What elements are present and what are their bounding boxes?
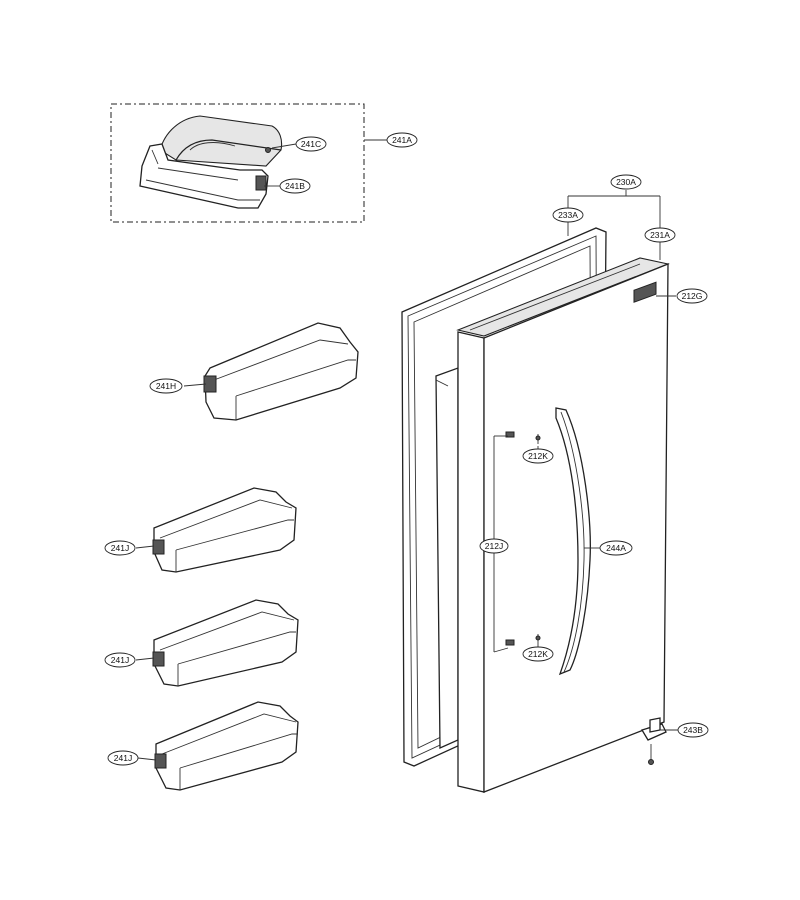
- callout-241j-2: 241J: [104, 652, 136, 668]
- label-212k-2: 212K: [528, 649, 548, 659]
- door-bin-241j-2: [152, 599, 299, 687]
- label-241j-2: 241J: [111, 655, 129, 665]
- door-bin-241h: [203, 322, 359, 421]
- callout-241h: 241H: [149, 378, 183, 394]
- leader-lines: [135, 139, 678, 761]
- label-244a: 244A: [606, 543, 626, 553]
- label-233a: 233A: [558, 210, 578, 220]
- door-bin-241j-1: [152, 487, 297, 573]
- door-bin-241j-3: [154, 701, 299, 791]
- callout-212k-1: 212K: [522, 448, 554, 464]
- callout-241a: 241A: [386, 132, 418, 148]
- callout-241c: 241C: [295, 136, 327, 152]
- callout-241j-3: 241J: [107, 750, 139, 766]
- label-241j-3: 241J: [114, 753, 132, 763]
- label-212g: 212G: [682, 291, 703, 301]
- callout-243b: 243B: [677, 722, 709, 738]
- callout-241b: 241B: [279, 178, 311, 194]
- label-231a: 231A: [650, 230, 670, 240]
- callout-212j: 212J: [479, 538, 509, 554]
- label-212k-1: 212K: [528, 451, 548, 461]
- dairy-bin-cover: [159, 115, 283, 167]
- label-241c: 241C: [301, 139, 321, 149]
- callout-230a: 230A: [610, 174, 642, 190]
- door-handle: [555, 407, 591, 676]
- callout-241j-1: 241J: [104, 540, 136, 556]
- callout-212k-2: 212K: [522, 646, 554, 662]
- dairy-bin: [139, 143, 269, 209]
- dairy-bin-assembly: [110, 103, 365, 223]
- refrigerator-door: [435, 257, 670, 793]
- callout-233a: 233A: [552, 207, 584, 223]
- callout-244a: 244A: [599, 540, 633, 556]
- label-212j: 212J: [485, 541, 503, 551]
- callout-231a: 231A: [644, 227, 676, 243]
- callout-212g: 212G: [676, 288, 708, 304]
- label-241b: 241B: [285, 181, 305, 191]
- label-243b: 243B: [683, 725, 703, 735]
- label-230a: 230A: [616, 177, 636, 187]
- label-241h: 241H: [156, 381, 176, 391]
- label-241a: 241A: [392, 135, 412, 145]
- label-241j-1: 241J: [111, 543, 129, 553]
